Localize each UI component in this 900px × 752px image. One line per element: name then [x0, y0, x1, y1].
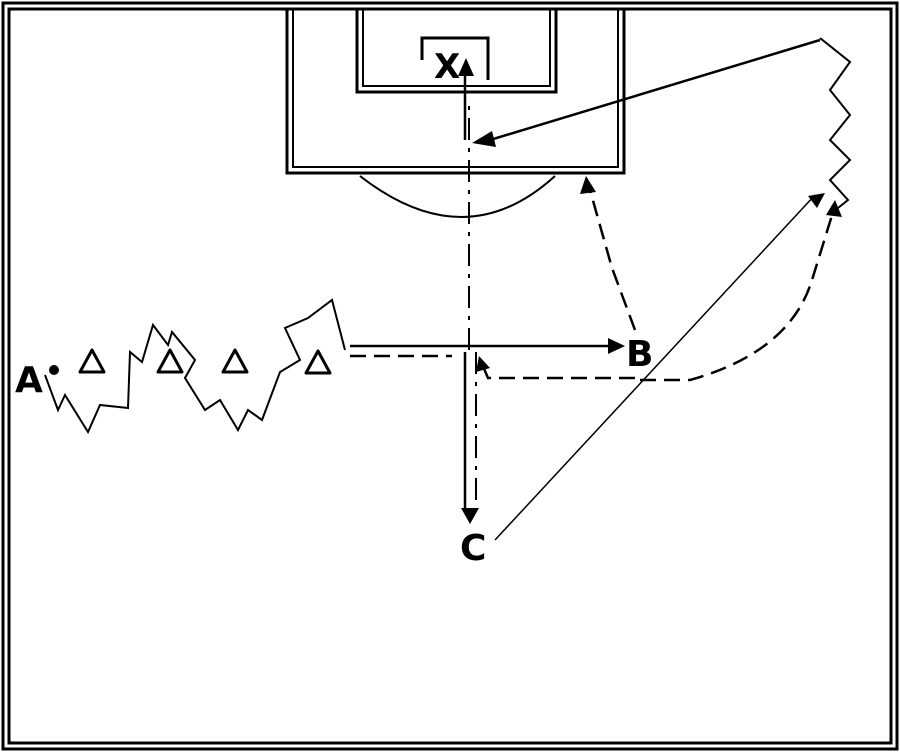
run-b-wide	[640, 211, 835, 382]
arrowhead-icon	[476, 356, 490, 372]
arrowhead-icon	[808, 193, 825, 208]
player-a-marker	[49, 365, 59, 375]
cone	[156, 348, 184, 374]
goal-area-inner-line	[362, 9, 551, 87]
cone	[304, 349, 332, 375]
penalty-box	[285, 9, 626, 175]
arrowhead-icon	[458, 58, 474, 76]
dribble-path-right	[819, 37, 852, 209]
arrowhead-icon	[472, 131, 496, 147]
arrowhead-icon	[461, 508, 479, 524]
arrowhead-icon	[608, 338, 625, 354]
penalty-box-inner-line	[292, 9, 619, 168]
cones	[78, 348, 332, 375]
cone	[221, 348, 249, 374]
cross-to-box	[489, 38, 821, 142]
player-b-label: B	[626, 334, 653, 375]
goalkeeper-label: X	[434, 47, 460, 87]
penalty-area	[285, 9, 626, 218]
player-a-label: A	[15, 360, 43, 401]
pass-c-to-right	[494, 194, 816, 541]
penalty-arc	[359, 175, 556, 218]
goal-area	[355, 9, 558, 94]
player-c-label: C	[460, 528, 486, 569]
run-b-into-box	[588, 189, 637, 331]
field-inner-border	[7, 7, 893, 745]
run-b-back	[480, 363, 635, 380]
goal	[420, 36, 490, 80]
cone	[78, 348, 106, 374]
dribble-path-a	[44, 298, 346, 435]
arrowhead-icon	[826, 200, 842, 217]
arrowhead-icon	[580, 176, 596, 194]
